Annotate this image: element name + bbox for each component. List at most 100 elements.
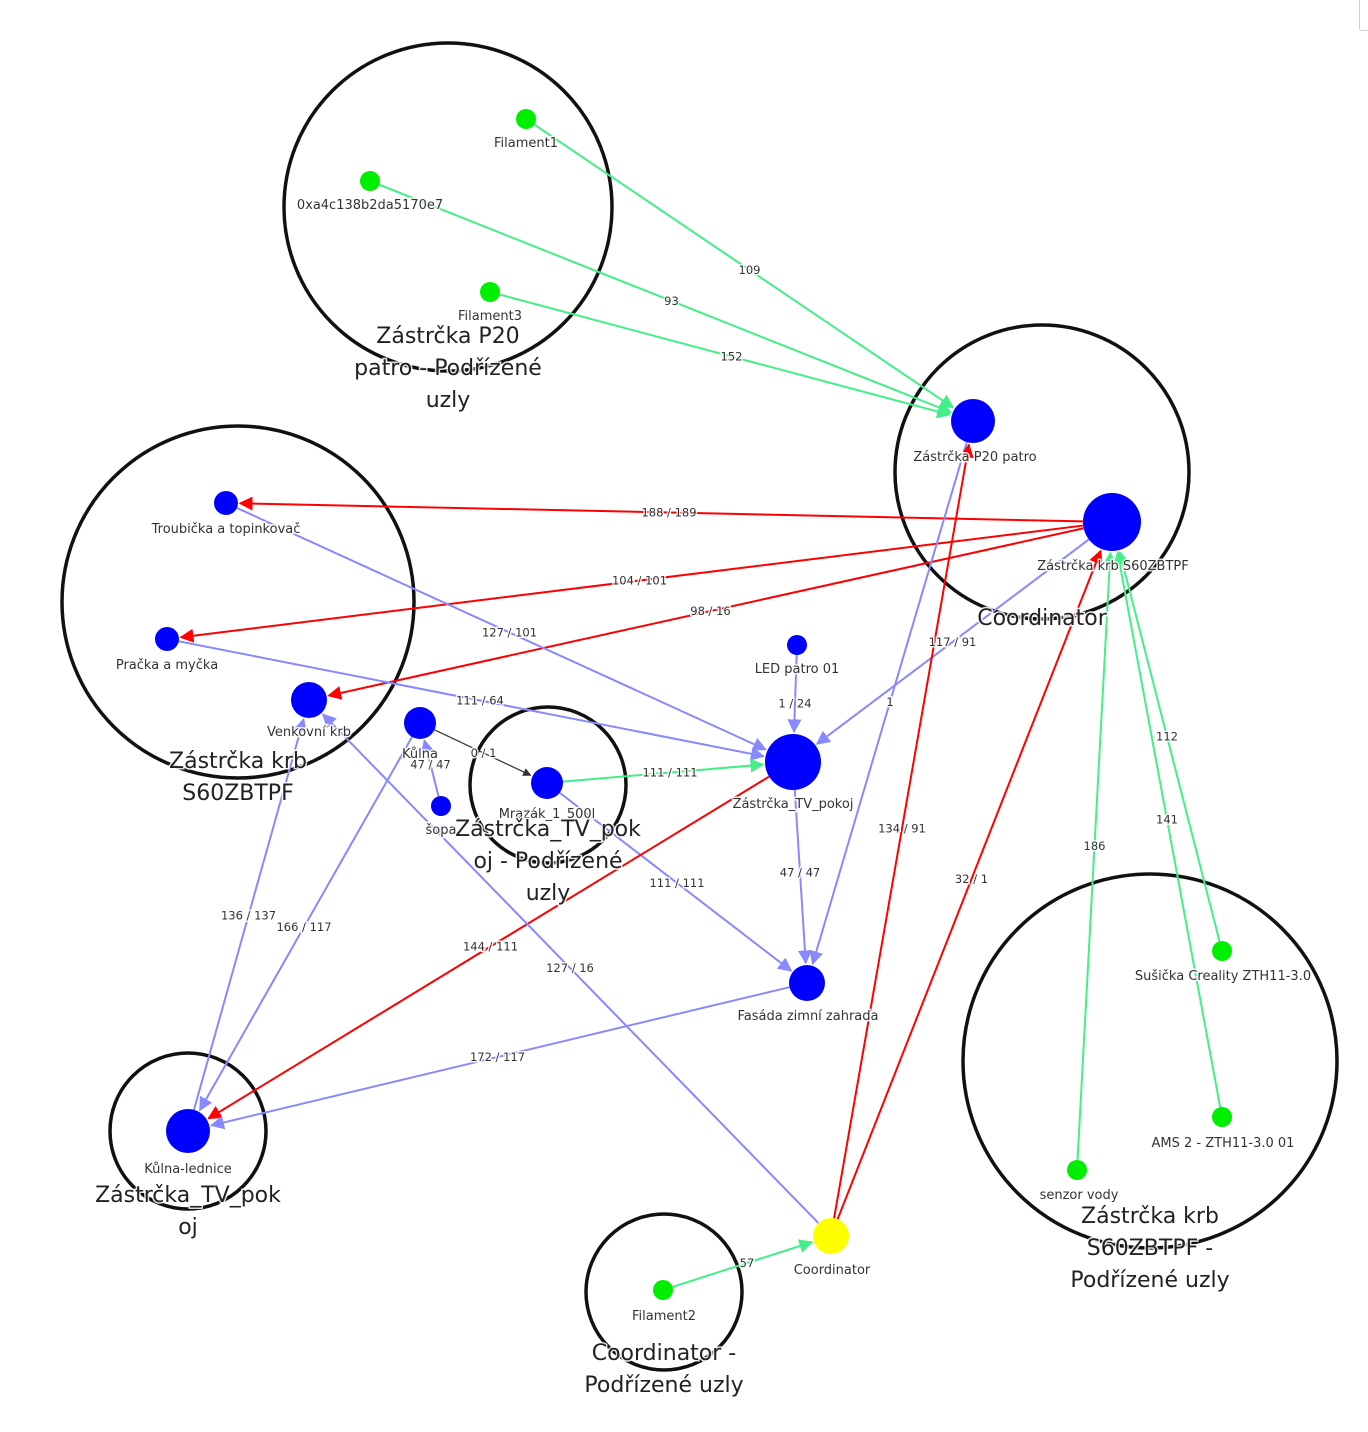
node-ams2[interactable]: AMS 2 - ZTH11-3.0 01 (1150, 1107, 1296, 1153)
edge-sopa-to-kulna[interactable] (420, 739, 440, 797)
coordinator-node-circle[interactable] (813, 1218, 849, 1254)
edge-label-coordinator-to-venkovni: 127 / 16 (546, 961, 594, 975)
edge-kulna-to-mrazak[interactable] (434, 729, 532, 776)
node-label: Venkovní krb (267, 725, 351, 740)
edge-label-coordinator-to-p20patro: 134 / 91 (878, 822, 926, 836)
node-venkovni[interactable]: Venkovní krb (266, 682, 352, 742)
node-label: Zástrčka_TV_pokoj (733, 797, 854, 812)
router-node-circle[interactable] (787, 635, 807, 655)
edge-p20patro-to-fasada[interactable] (809, 441, 968, 966)
edge-layer (178, 123, 1222, 1288)
node-label: Sušička Creality ZTH11-3.0 (1135, 969, 1311, 984)
node-filament3[interactable]: Filament3 (457, 282, 524, 326)
node-filament1[interactable]: Filament1 (493, 109, 560, 153)
edge-label-mrazak-to-fasada: 111 / 111 (649, 876, 704, 890)
router-node-circle[interactable] (531, 767, 563, 799)
group-ring-krb-sub (961, 872, 1339, 1250)
edge-coordinator-to-p20patro[interactable] (833, 443, 974, 1219)
group-label-line: Coordinator - (592, 1341, 737, 1366)
node-label: Zástrčka krb S60ZBTPF (1037, 559, 1188, 574)
router-node-circle[interactable] (951, 399, 995, 443)
node-label: Filament1 (494, 136, 558, 151)
node-senzor[interactable]: senzor vody (1038, 1160, 1120, 1205)
edge-led-to-tvpokoj[interactable] (787, 654, 802, 734)
end-device-node-circle[interactable] (1212, 941, 1232, 961)
node-filament2[interactable]: Filament2 (631, 1280, 698, 1326)
edge-senzor-to-krbS60[interactable] (1076, 551, 1117, 1161)
node-krbs60[interactable]: Zástrčka krb S60ZBTPF (1036, 493, 1190, 576)
edge-kulna-to-kulnalednice[interactable] (198, 736, 413, 1112)
router-node-circle[interactable] (765, 734, 821, 790)
edge-tvpokoj-to-kulnalednice[interactable] (207, 775, 770, 1120)
node-tvpokoj[interactable]: Zástrčka_TV_pokoj (731, 734, 855, 814)
end-device-node-circle[interactable] (1212, 1107, 1232, 1127)
edge-label-filament3-to-p20patro: 152 (721, 350, 743, 364)
node-label: Fasáda zimní zahrada (738, 1009, 879, 1024)
edge-pracka-to-tvpokoj[interactable] (178, 640, 765, 761)
node-label: 0xa4c138b2da5170e7 (297, 198, 443, 213)
end-device-node-circle[interactable] (516, 109, 536, 129)
node-kulna[interactable]: Kůlna (401, 707, 439, 764)
node-sopa[interactable]: šopa (424, 796, 458, 840)
group-label-line: patro - Podřízené (354, 356, 542, 381)
router-node-circle[interactable] (166, 1109, 210, 1153)
edge-fasada-to-kulnalednice[interactable] (209, 986, 790, 1130)
node-label: Pračka a myčka (116, 658, 218, 673)
router-node-circle[interactable] (431, 796, 451, 816)
edge-krbS60-to-pracka[interactable] (179, 524, 1084, 643)
group-label-coord-sub: Coordinator -Podřízené uzly (584, 1341, 743, 1398)
edge-krbS60-to-troubicka[interactable] (238, 496, 1084, 523)
end-device-node-circle[interactable] (480, 282, 500, 302)
edge-filament1-to-p20patro[interactable] (533, 123, 955, 409)
group-label-line: Zástrčka krb (169, 749, 307, 774)
edge-mrazak-to-tvpokoj[interactable] (562, 758, 765, 783)
edge-susicka-to-krbS60[interactable] (1116, 550, 1221, 942)
node-troubicka[interactable]: Troubička a topinkovač (149, 491, 302, 539)
edge-krbS60-to-venkovni[interactable] (327, 527, 1084, 700)
node-kulnalednice[interactable]: Kůlna-lednice (143, 1109, 233, 1179)
node-coordinator[interactable]: Coordinator (792, 1218, 872, 1280)
edge-label-tvpokoj-to-kulnalednice: 144 / 111 (463, 940, 518, 954)
edge-label-pracka-to-tvpokoj: 111 / 64 (456, 694, 504, 708)
edge-0xa4c-to-p20patro[interactable] (378, 183, 953, 414)
edge-krbS60-to-tvpokoj[interactable] (815, 538, 1090, 745)
edge-troubicka-to-tvpokoj[interactable] (236, 507, 767, 751)
edge-kulnalednice-to-venkovni[interactable] (192, 717, 307, 1111)
router-node-circle[interactable] (404, 707, 436, 739)
router-node-circle[interactable] (789, 965, 825, 1001)
node-label: Troubička a topinkovač (151, 522, 301, 537)
edge-label-kulna-to-mrazak: 0 / 1 (471, 746, 497, 760)
edge-label-krbS60-to-venkovni: 98 / 16 (690, 604, 730, 618)
edge-coordinator-to-venkovni[interactable] (321, 713, 820, 1224)
group-label-line: S60ZBTPF - (1087, 1236, 1213, 1261)
router-node-circle[interactable] (1083, 493, 1141, 551)
edge-ams2-to-krbS60[interactable] (1113, 551, 1222, 1108)
edge-mrazak-to-fasada[interactable] (559, 791, 793, 972)
router-node-circle[interactable] (155, 627, 179, 651)
edge-filament2-to-coordinator[interactable] (672, 1239, 814, 1288)
edge-label-susicka-to-krbS60: 112 (1156, 730, 1178, 744)
edge-coordinator-to-krbS60[interactable] (836, 549, 1103, 1220)
edge-label-fasada-to-kulnalednice: 172 / 117 (470, 1050, 525, 1064)
edge-filament3-to-p20patro[interactable] (499, 293, 952, 419)
end-device-node-circle[interactable] (653, 1280, 673, 1300)
node-led[interactable]: LED patro 01 (753, 635, 841, 679)
edge-label-coordinator-to-krbS60: 32 / 1 (955, 872, 988, 886)
node-pracka[interactable]: Pračka a myčka (114, 627, 220, 675)
group-label-line: Zástrčka krb (1081, 1204, 1219, 1229)
edge-label-0xa4c-to-p20patro: 93 (664, 294, 679, 308)
node-0xa4c[interactable]: 0xa4c138b2da5170e7 (295, 171, 445, 215)
node-label: AMS 2 - ZTH11-3.0 01 (1152, 1136, 1295, 1151)
node-susicka[interactable]: Sušička Creality ZTH11-3.0 (1133, 941, 1313, 986)
node-p20patro[interactable]: Zástrčka P20 patro (912, 399, 1038, 467)
group-label-line: Coordinator (977, 606, 1108, 631)
node-label: Filament2 (632, 1309, 696, 1324)
end-device-node-circle[interactable] (1067, 1160, 1087, 1180)
node-fasada[interactable]: Fasáda zimní zahrada (736, 965, 880, 1026)
edge-tvpokoj-to-fasada[interactable] (793, 789, 812, 965)
node-mrazak[interactable]: Mrazák_1_500l (497, 767, 597, 824)
router-node-circle[interactable] (291, 682, 327, 718)
end-device-node-circle[interactable] (360, 171, 380, 191)
router-node-circle[interactable] (214, 491, 238, 515)
